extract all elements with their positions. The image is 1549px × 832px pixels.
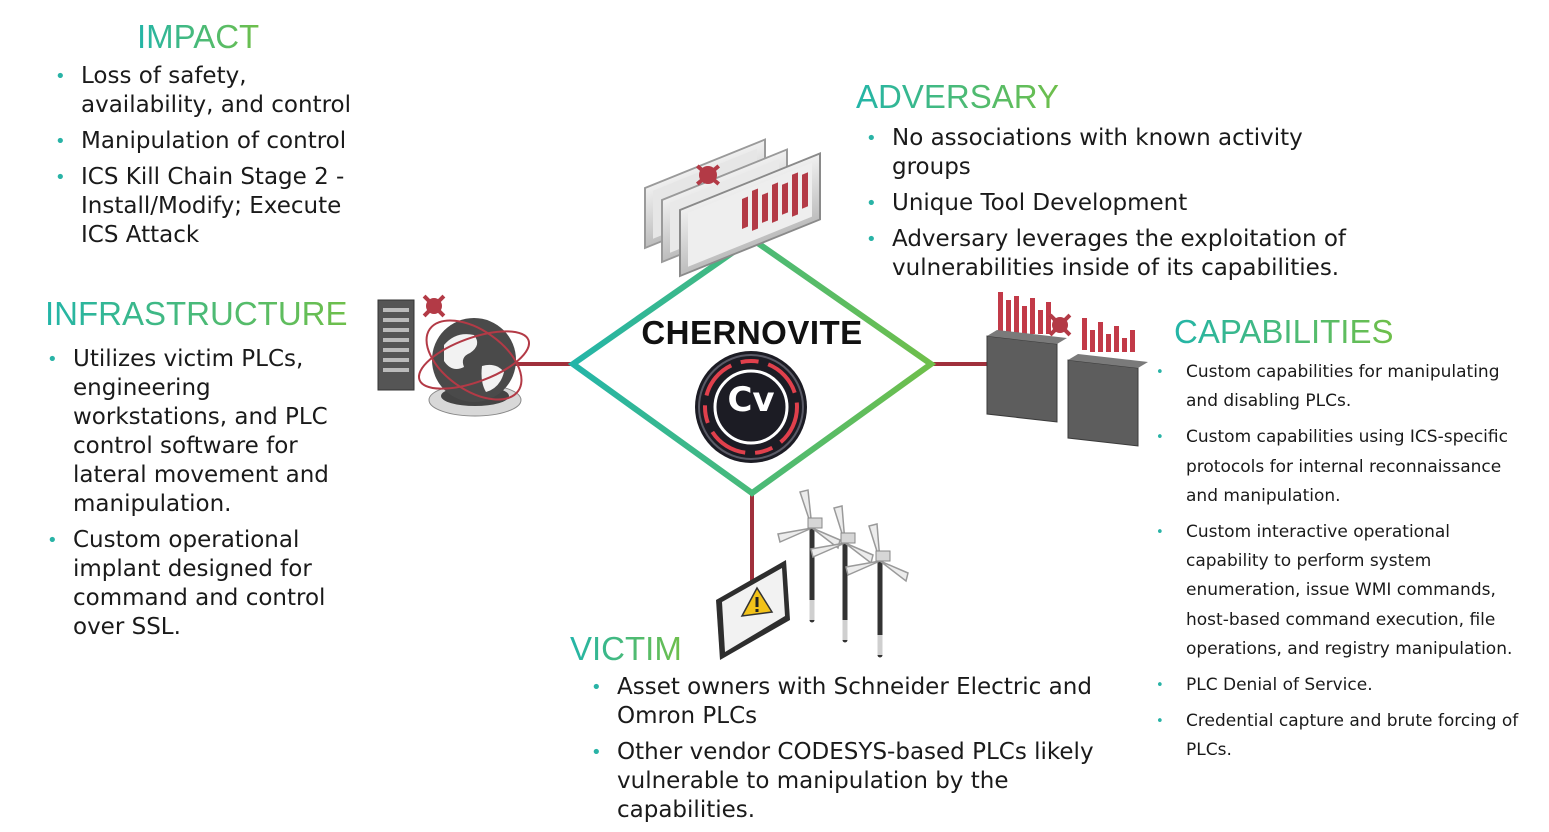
capabilities-heading: CAPABILITIES xyxy=(1174,313,1394,350)
list-item: Adversary leverages the exploitation of … xyxy=(866,225,1386,283)
list-item: Custom interactive operational capabilit… xyxy=(1156,518,1536,664)
list-item: Unique Tool Development xyxy=(866,189,1386,218)
wind-turbines-monitor-icon xyxy=(716,489,909,660)
list-item: ICS Kill Chain Stage 2 - Install/Modify;… xyxy=(55,163,375,250)
impact-heading: IMPACT xyxy=(137,18,260,55)
logo-text: Cv xyxy=(727,380,775,420)
adversary-list: No associations with known activity grou… xyxy=(866,124,1386,290)
infrastructure-heading: INFRASTRUCTURE xyxy=(45,295,348,332)
list-item: Custom capabilities using ICS-specific p… xyxy=(1156,423,1536,511)
chernovite-logo-icon xyxy=(695,351,807,463)
list-item: Custom operational implant designed for … xyxy=(47,526,357,642)
infrastructure-list: Utilizes victim PLCs, engineering workst… xyxy=(47,345,357,649)
list-item: Utilizes victim PLCs, engineering workst… xyxy=(47,345,357,519)
capabilities-list: Custom capabilities for manipulating and… xyxy=(1156,358,1536,773)
impact-list: Loss of safety, availability, and contro… xyxy=(55,62,375,257)
adversary-heading: ADVERSARY xyxy=(856,78,1059,115)
server-globe-icon xyxy=(377,294,531,417)
list-item: Custom capabilities for manipulating and… xyxy=(1156,358,1536,416)
list-item: Asset owners with Schneider Electric and… xyxy=(591,673,1121,731)
malware-folders-icon xyxy=(986,292,1148,447)
list-item: No associations with known activity grou… xyxy=(866,124,1386,182)
list-item: Credential capture and brute forcing of … xyxy=(1156,707,1536,765)
list-item: PLC Denial of Service. xyxy=(1156,671,1536,700)
diamond-title: CHERNOVITE xyxy=(641,314,863,351)
list-item: Manipulation of control xyxy=(55,127,375,156)
list-item: Loss of safety, availability, and contro… xyxy=(55,62,375,120)
victim-list: Asset owners with Schneider Electric and… xyxy=(591,673,1121,832)
hacker-screens-icon xyxy=(644,138,821,278)
victim-heading: VICTIM xyxy=(570,630,682,667)
list-item: Other vendor CODESYS-based PLCs likely v… xyxy=(591,738,1121,825)
